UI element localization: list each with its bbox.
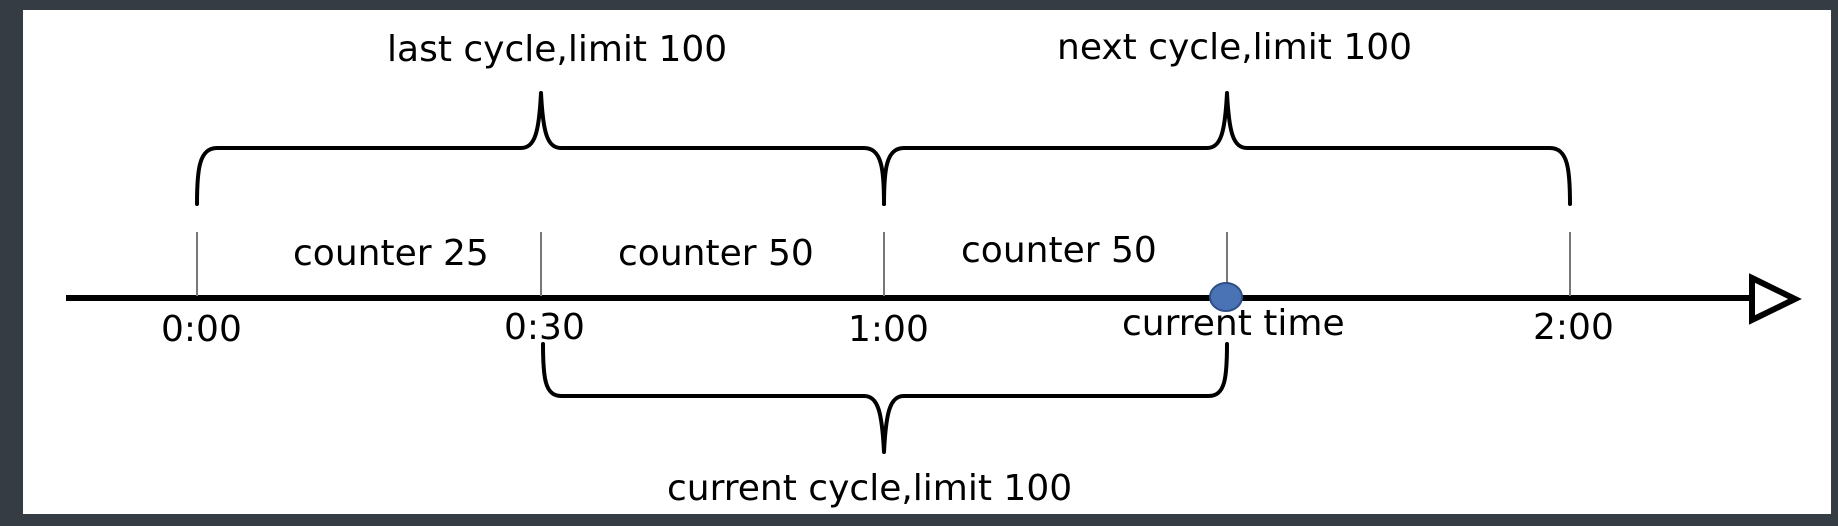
timeline-arrowhead bbox=[1749, 273, 1802, 325]
segment-counter-3: counter 50 bbox=[961, 230, 1157, 271]
last-cycle-brace bbox=[195, 91, 886, 206]
current-cycle-label: current cycle,limit 100 bbox=[667, 468, 1073, 509]
current-cycle-brace bbox=[541, 342, 1229, 454]
tick-label-0000: 0:00 bbox=[161, 309, 242, 350]
segment-counter-2: counter 50 bbox=[618, 233, 814, 274]
tick-label-0030: 0:30 bbox=[504, 307, 585, 348]
next-cycle-label: next cycle,limit 100 bbox=[1057, 27, 1413, 68]
tick-label-0100: 1:00 bbox=[848, 309, 929, 350]
segment-counter-1: counter 25 bbox=[293, 233, 489, 274]
current-time-marker bbox=[1209, 282, 1243, 312]
next-cycle-brace bbox=[882, 91, 1572, 206]
tick-label-0200: 2:00 bbox=[1533, 307, 1614, 348]
current-time-label: current time bbox=[1122, 303, 1345, 344]
last-cycle-label: last cycle,limit 100 bbox=[387, 29, 728, 70]
diagram-panel bbox=[23, 10, 1831, 514]
